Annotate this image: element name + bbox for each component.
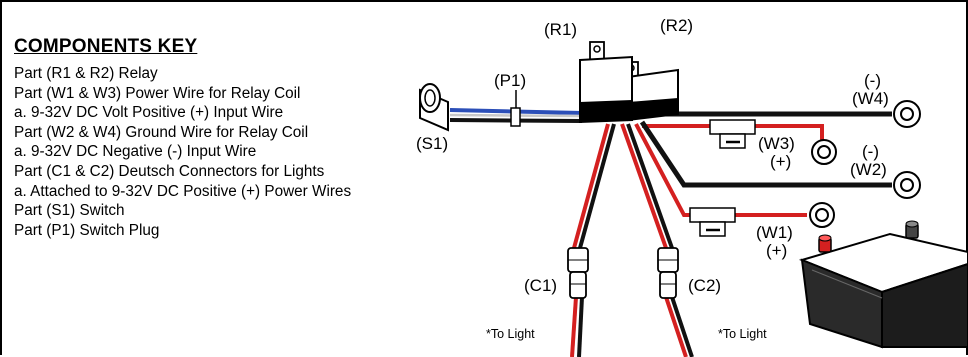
- relay-r1: [579, 41, 633, 124]
- deutsch-connector-c2: [657, 247, 679, 299]
- deutsch-connector-c1: [567, 247, 589, 299]
- label-w4-sign: (-): [864, 71, 881, 90]
- label-to-light-left: *To Light: [486, 327, 535, 341]
- components-key: COMPONENTS KEY Part (R1 & R2) Relay Part…: [14, 36, 454, 240]
- wire-w2-black: [639, 120, 892, 188]
- label-p1: (P1): [494, 71, 526, 90]
- battery: [798, 220, 968, 349]
- label-w2: (W2): [850, 160, 887, 179]
- components-key-title: COMPONENTS KEY: [14, 36, 198, 57]
- label-w1-sign: (+): [766, 241, 787, 260]
- key-line-switch: Part (S1) Switch: [14, 202, 125, 220]
- switch-plug-p1: [510, 107, 521, 127]
- label-w2-sign: (-): [862, 142, 879, 161]
- wire-w3-red: [642, 124, 824, 144]
- label-s1: (S1): [416, 134, 448, 153]
- key-line-switch-plug: Part (P1) Switch Plug: [14, 221, 160, 239]
- fuse-holder-w3: [709, 119, 756, 149]
- key-line-positive-input: a. 9-32V DC Volt Positive (+) Input Wire: [14, 104, 284, 122]
- fuse-holder-w1: [689, 207, 736, 237]
- label-r2: (R2): [660, 16, 693, 35]
- label-w3-sign: (+): [770, 152, 791, 171]
- label-c2: (C2): [688, 276, 721, 295]
- key-line-relay: Part (R1 & R2) Relay: [14, 65, 158, 82]
- label-w4: (W4): [852, 89, 889, 108]
- label-w3: (W3): [758, 134, 795, 153]
- switch-s1: [419, 83, 449, 132]
- key-line-power-wire: Part (W1 & W3) Power Wire for Relay Coil: [14, 84, 301, 102]
- c1-wires: [570, 123, 616, 357]
- label-to-light-right: *To Light: [718, 327, 767, 341]
- wire-w1-red: [634, 123, 807, 217]
- key-line-deutsch-connectors: Part (C1 & C2) Deutsch Connectors for Li…: [14, 162, 325, 180]
- label-w1: (W1): [756, 223, 793, 242]
- label-c1: (C1): [524, 276, 557, 295]
- c2-wires: [620, 123, 694, 357]
- key-line-attached-positive: a. Attached to 9-32V DC Positive (+) Pow…: [14, 182, 352, 200]
- key-line-negative-input: a. 9-32V DC Negative (-) Input Wire: [14, 143, 257, 161]
- key-line-ground-wire: Part (W2 & W4) Ground Wire for Relay Coi…: [14, 123, 309, 141]
- label-r1: (R1): [544, 20, 577, 39]
- relay-r2: [623, 61, 679, 122]
